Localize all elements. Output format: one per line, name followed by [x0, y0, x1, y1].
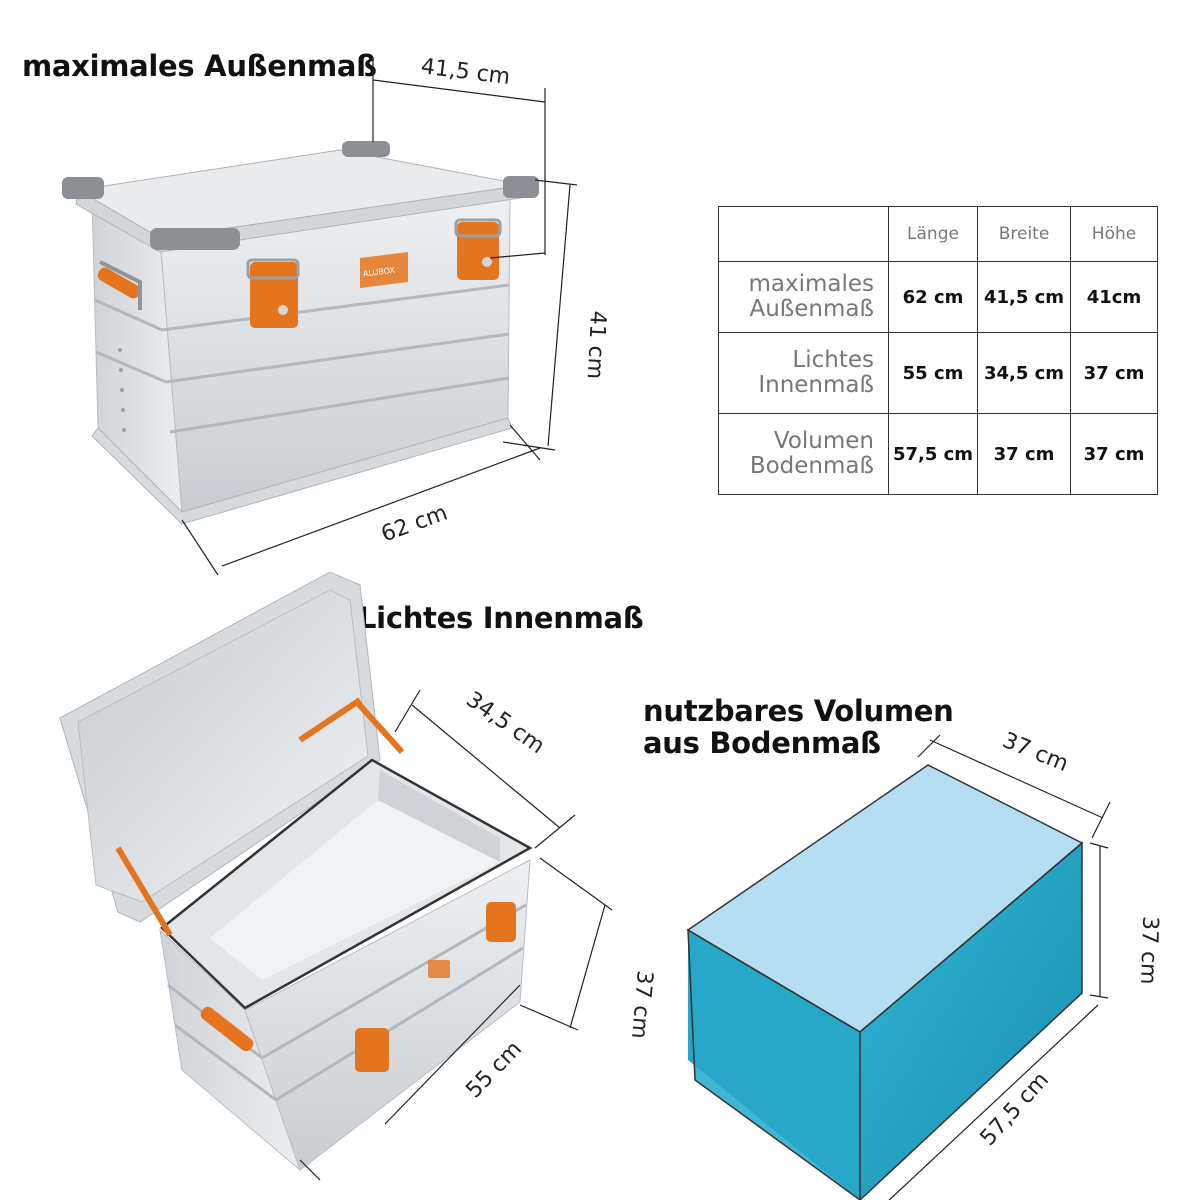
open-box	[59, 571, 533, 1172]
table-row-label: Lichtes Innenmaß	[718, 332, 889, 414]
table-cell: 34,5 cm	[977, 332, 1071, 414]
table-row-label: maximales Außenmaß	[718, 261, 889, 333]
row-label-line: Außenmaß	[749, 296, 874, 322]
heading-usable-volume-line1: nutzbares Volumen	[643, 694, 954, 728]
table-cell: 37 cm	[977, 413, 1071, 495]
table-column-header: Breite	[977, 206, 1071, 262]
handle-icon	[97, 260, 142, 310]
volume-block-dimension-lines	[888, 734, 1111, 1200]
table-row: maximales Außenmaß 62 cm 41,5 cm 41cm	[718, 261, 1158, 333]
open-box-length-label: 55 cm	[461, 1037, 527, 1104]
closed-box-dimension-lines	[181, 57, 578, 576]
strap-icon	[352, 697, 405, 755]
table-header-row: Länge Breite Höhe	[718, 206, 1158, 262]
latch-icon	[355, 1028, 389, 1072]
open-box-interior-wall	[378, 770, 500, 862]
row-label-line: maximales	[748, 271, 874, 298]
table-column-header: Länge	[888, 206, 978, 262]
volume-block	[686, 764, 1084, 1200]
open-box-dimension-lines	[299, 689, 613, 1181]
row-label-line: Lichtes	[792, 347, 874, 374]
open-box-width-label: 34,5 cm	[461, 687, 549, 759]
volume-height-label: 37 cm	[1135, 916, 1162, 985]
closed-box-height-label: 41 cm	[582, 310, 611, 380]
table-cell: 41cm	[1070, 261, 1158, 333]
corner-cap-icon	[503, 176, 539, 198]
open-box-front	[244, 859, 531, 1171]
latch-icon	[486, 902, 516, 942]
strap-icon	[115, 846, 173, 937]
latch-icon	[454, 218, 502, 280]
row-label-line: Innenmaß	[758, 372, 874, 398]
table-row-label: Volumen Bodenmaß	[718, 413, 889, 495]
table-cell: 41,5 cm	[977, 261, 1071, 333]
row-label-line: Bodenmaß	[749, 453, 874, 479]
corner-cap-icon	[342, 141, 390, 157]
volume-width-label: 37 cm	[999, 728, 1072, 777]
table-cell: 62 cm	[888, 261, 978, 333]
closed-box-ribs	[94, 283, 510, 434]
open-box-lid-inner	[77, 589, 369, 903]
handle-icon	[200, 1006, 254, 1052]
table-row: Volumen Bodenmaß 57,5 cm 37 cm 37 cm	[718, 413, 1158, 495]
heading-usable-volume: nutzbares Volumen aus Bodenmaß	[643, 695, 954, 760]
open-box-interior-floor	[210, 800, 500, 980]
table-row: Lichtes Innenmaß 55 cm 34,5 cm 37 cm	[718, 332, 1158, 414]
open-box-height-label: 37 cm	[626, 969, 657, 1039]
table-cell: 37 cm	[1070, 413, 1158, 495]
closed-box-length-label: 62 cm	[378, 500, 451, 547]
brand-plate: ALUBOX	[360, 252, 408, 288]
closed-box-rivets	[118, 348, 126, 432]
closed-box: ALUBOX	[62, 141, 539, 525]
table-cell: 37 cm	[1070, 332, 1158, 414]
closed-box-width-label: 41,5 cm	[420, 54, 512, 90]
volume-block-side	[860, 843, 1082, 1200]
table-column-header: Höhe	[1070, 206, 1158, 262]
table-cell: 57,5 cm	[888, 413, 978, 495]
heading-outer-dimensions: maximales Außenmaß	[22, 49, 377, 83]
corner-cap-icon	[150, 228, 240, 250]
volume-block-back-left	[688, 930, 860, 1200]
heading-usable-volume-line2: aus Bodenmaß	[643, 726, 881, 761]
row-label-line: Volumen	[773, 428, 874, 455]
latch-icon	[246, 258, 300, 328]
brand-plate	[428, 960, 450, 978]
heading-inner-dimensions: Lichtes Innenmaß	[358, 601, 644, 635]
strap-icon	[298, 697, 362, 743]
dimensions-table: Länge Breite Höhe maximales Außenmaß 62 …	[718, 206, 1158, 495]
table-corner-cell	[718, 206, 889, 262]
table-cell: 55 cm	[888, 332, 978, 414]
brand-plate-label: ALUBOX	[363, 266, 396, 279]
corner-cap-icon	[62, 177, 104, 199]
